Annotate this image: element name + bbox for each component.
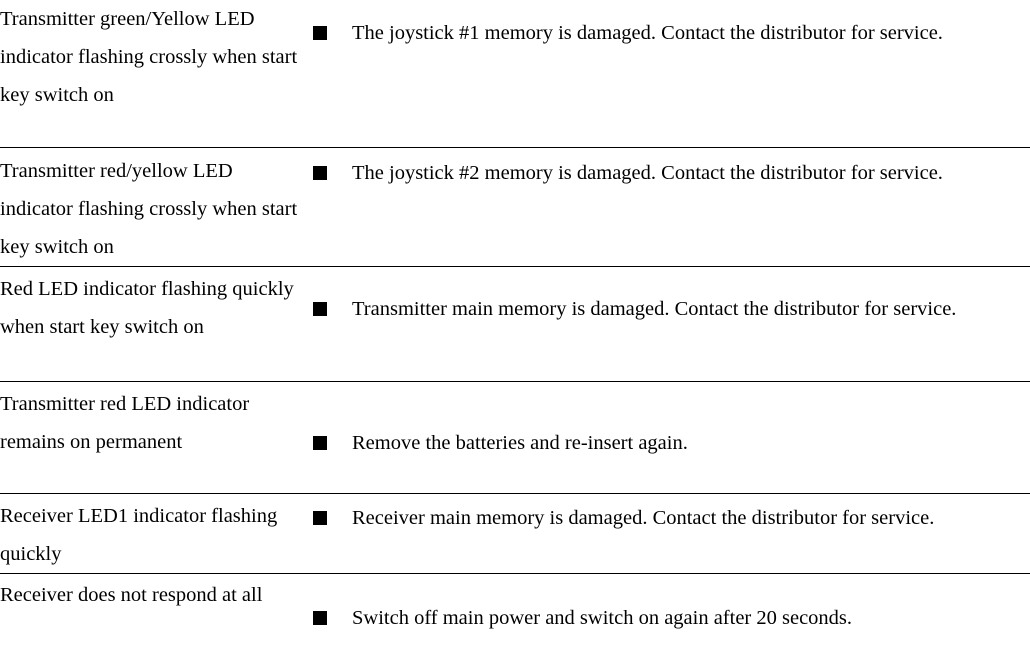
table-row: Transmitter green/Yellow LED indicator f…	[0, 0, 1030, 147]
action-text: Remove the batteries and re-insert again…	[352, 431, 688, 454]
symptom-text: Transmitter green/Yellow LED indicator f…	[0, 8, 298, 106]
action-bullet-item: Transmitter main memory is damaged. Cont…	[300, 267, 1030, 328]
action-text: The joystick #1 memory is damaged. Conta…	[352, 22, 943, 44]
table-row: Transmitter red/yellow LED indicator fla…	[0, 146, 1030, 266]
action-cell: Transmitter main memory is damaged. Cont…	[300, 265, 1030, 381]
symptom-text: Receiver LED1 indicator flashing quickly	[0, 504, 278, 565]
table-row: Receiver does not respond at all Switch …	[0, 572, 1030, 648]
bullet-square-icon	[300, 499, 352, 537]
symptom-cell: Transmitter red LED indicator remains on…	[0, 380, 300, 493]
symptom-cell: Red LED indicator flashing quickly when …	[0, 265, 300, 381]
action-cell: Switch off main power and switch on agai…	[300, 572, 1030, 648]
symptom-text: Transmitter red LED indicator remains on…	[0, 392, 250, 453]
table-row: Receiver LED1 indicator flashing quickly…	[0, 492, 1030, 573]
symptom-cell: Transmitter green/Yellow LED indicator f…	[0, 0, 300, 147]
action-cell: Receiver main memory is damaged. Contact…	[300, 492, 1030, 573]
symptom-text: Red LED indicator flashing quickly when …	[0, 277, 294, 338]
symptom-text: Transmitter red/yellow LED indicator fla…	[0, 159, 298, 258]
action-bullet-item: The joystick #2 memory is damaged. Conta…	[300, 148, 1030, 192]
symptom-cell: Transmitter red/yellow LED indicator fla…	[0, 146, 300, 266]
action-bullet-item: Switch off main power and switch on agai…	[300, 574, 1030, 637]
table-row: Transmitter red LED indicator remains on…	[0, 380, 1030, 493]
action-text: Switch off main power and switch on agai…	[352, 606, 853, 629]
action-cell: Remove the batteries and re-insert again…	[300, 380, 1030, 493]
bullet-square-icon	[300, 424, 352, 462]
action-text: The joystick #2 memory is damaged. Conta…	[352, 161, 943, 184]
action-cell: The joystick #2 memory is damaged. Conta…	[300, 146, 1030, 266]
table-row: Red LED indicator flashing quickly when …	[0, 265, 1030, 381]
symptom-text: Receiver does not respond at all	[0, 583, 263, 606]
action-text: Transmitter main memory is damaged. Cont…	[352, 297, 957, 320]
action-bullet-item: Remove the batteries and re-insert again…	[300, 382, 1030, 462]
bullet-square-icon	[300, 154, 352, 192]
bullet-square-icon	[300, 599, 352, 637]
action-text: Receiver main memory is damaged. Contact…	[352, 506, 935, 529]
bullet-square-icon	[300, 14, 352, 52]
action-bullet-item: Receiver main memory is damaged. Contact…	[300, 494, 1030, 537]
action-bullet-item: The joystick #1 memory is damaged. Conta…	[300, 0, 1030, 52]
bullet-square-icon	[300, 290, 352, 328]
symptom-cell: Receiver does not respond at all	[0, 572, 300, 648]
action-cell: The joystick #1 memory is damaged. Conta…	[300, 0, 1030, 147]
symptom-cell: Receiver LED1 indicator flashing quickly	[0, 492, 300, 573]
